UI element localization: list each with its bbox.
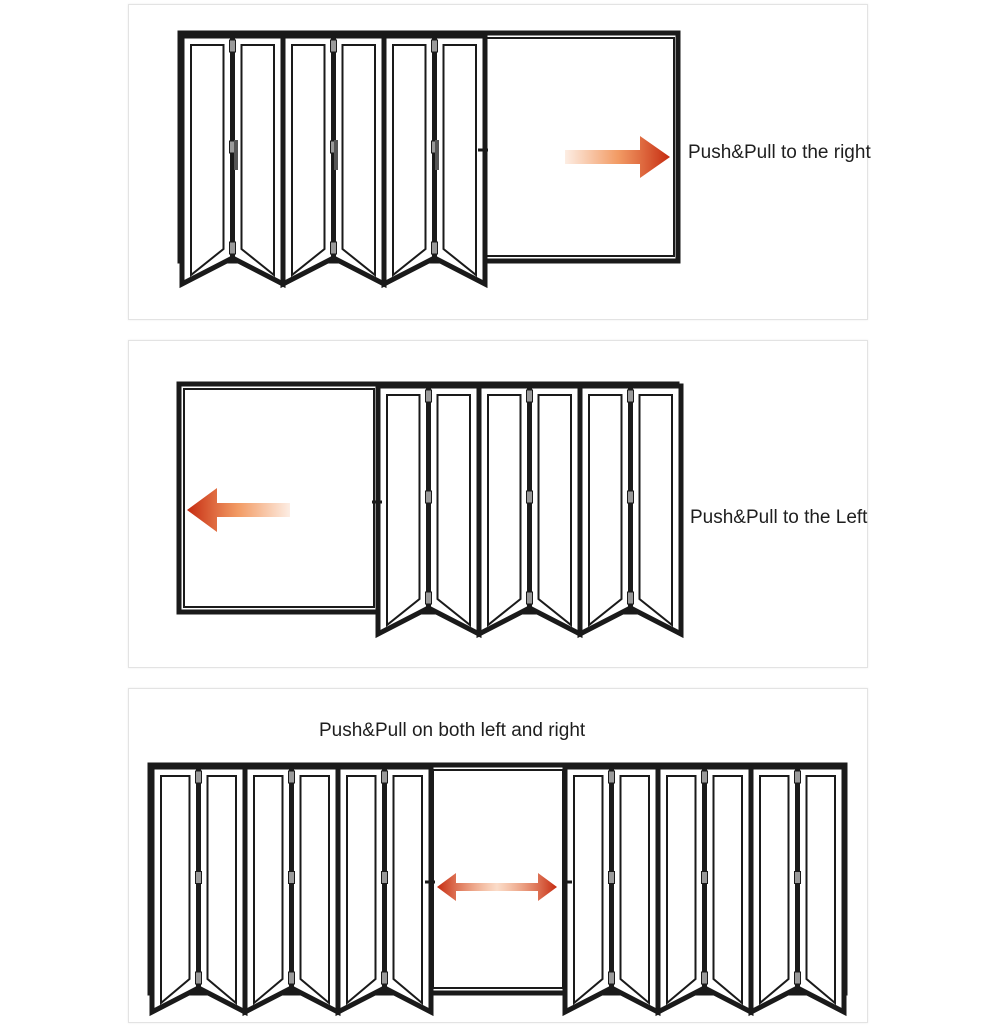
- door-panel: [382, 764, 434, 1017]
- hinge: [330, 39, 337, 53]
- glass-pane: [253, 775, 284, 1006]
- glass-pane: [573, 775, 604, 1006]
- door-panel: [628, 383, 684, 639]
- hinge: [431, 241, 438, 255]
- hinge: [794, 871, 801, 884]
- glass-pane: [805, 775, 836, 1006]
- glass-pane: [666, 775, 697, 1006]
- arrow-left-icon: [187, 488, 290, 532]
- hinge: [627, 389, 634, 403]
- hinge: [425, 490, 432, 504]
- caption-push-pull-both: Push&Pull on both left and right: [319, 720, 586, 741]
- handle: [234, 140, 238, 170]
- hinge: [425, 591, 432, 605]
- door-panel: [432, 33, 488, 289]
- glass-pane: [712, 775, 743, 1006]
- glass-pane: [346, 775, 377, 1006]
- door-panel: [196, 764, 248, 1017]
- hinge: [288, 770, 295, 784]
- door-panel: [748, 764, 800, 1017]
- hinge: [381, 971, 388, 985]
- double-arrow-icon: [437, 873, 557, 901]
- hinge: [381, 770, 388, 784]
- arrow-right-icon: [565, 136, 670, 178]
- hinge: [608, 770, 615, 784]
- hinge: [608, 971, 615, 985]
- hinge: [627, 591, 634, 605]
- glass-pane: [240, 44, 275, 278]
- hinge: [195, 770, 202, 784]
- glass-pane: [341, 44, 376, 278]
- hinge: [526, 591, 533, 605]
- glass-pane: [160, 775, 191, 1006]
- door-panel: [795, 764, 847, 1017]
- door-panel: [702, 764, 754, 1017]
- hinge: [701, 770, 708, 784]
- hinge: [526, 490, 533, 504]
- hinge: [229, 39, 236, 53]
- glass-pane: [487, 394, 522, 628]
- hinge: [431, 39, 438, 53]
- folded-panels-left: [179, 33, 488, 289]
- hinge: [195, 871, 202, 884]
- folded-panels-right: [562, 764, 847, 1017]
- glass-pane: [299, 775, 330, 1006]
- hinge: [330, 241, 337, 255]
- hinge: [229, 241, 236, 255]
- hinge: [526, 389, 533, 403]
- hinge: [794, 770, 801, 784]
- glass-pane: [442, 44, 477, 278]
- door-panel: [149, 764, 201, 1017]
- hinge: [794, 971, 801, 985]
- glass-pane: [291, 44, 326, 278]
- glass-pane: [436, 394, 471, 628]
- caption-push-pull-right: Push&Pull to the right: [688, 142, 871, 163]
- door-panel: [289, 764, 341, 1017]
- door-panel: [609, 764, 661, 1017]
- door-panel: [562, 764, 614, 1017]
- glass-pane: [206, 775, 237, 1006]
- handle: [334, 140, 338, 170]
- bifold-door-right-diagram: [177, 30, 681, 289]
- glass-pane: [386, 394, 421, 628]
- door-panel: [655, 764, 707, 1017]
- hinge: [288, 871, 295, 884]
- glass-pane: [190, 44, 225, 278]
- hinge: [701, 971, 708, 985]
- glass-pane: [392, 44, 427, 278]
- door-panel: [335, 764, 387, 1017]
- hinge: [425, 389, 432, 403]
- caption-push-pull-left: Push&Pull to the Left: [690, 507, 868, 528]
- hinge: [288, 971, 295, 985]
- glass-pane: [619, 775, 650, 1006]
- glass-pane: [759, 775, 790, 1006]
- hinge: [608, 871, 615, 884]
- folded-panels-right: [375, 383, 684, 639]
- glass-pane: [537, 394, 572, 628]
- bifold-door-left-diagram: [176, 381, 684, 639]
- hinge: [381, 871, 388, 884]
- door-panel: [242, 764, 294, 1017]
- handle: [435, 140, 439, 170]
- hinge: [627, 490, 634, 504]
- glass-pane: [588, 394, 623, 628]
- hinge: [195, 971, 202, 985]
- glass-pane: [392, 775, 423, 1006]
- glass-pane: [638, 394, 673, 628]
- folded-panels-left: [149, 764, 434, 1017]
- hinge: [701, 871, 708, 884]
